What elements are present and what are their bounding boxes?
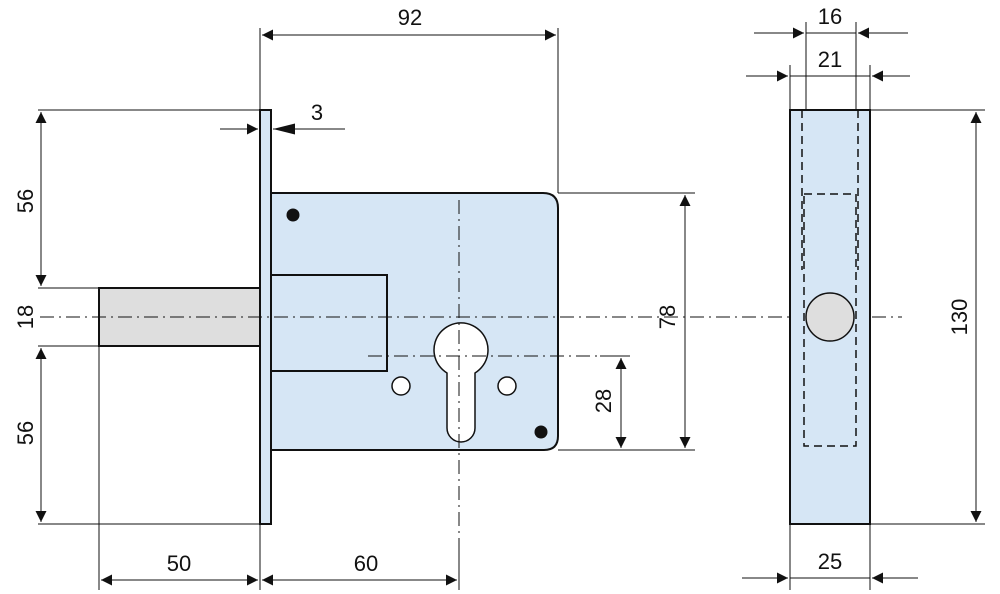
dim-label-130: 130 <box>947 299 972 336</box>
dim-label-21: 21 <box>818 47 842 72</box>
dim-label-56-bottom: 56 <box>13 421 38 445</box>
dim-label-3: 3 <box>311 100 323 125</box>
front-view: 92 3 56 18 56 78 28 50 60 <box>13 5 902 590</box>
dim-label-18: 18 <box>13 305 38 329</box>
screw-hole-top <box>286 208 300 222</box>
dim-label-25: 25 <box>818 549 842 574</box>
lock-case <box>270 192 559 451</box>
dim-label-56-top: 56 <box>13 189 38 213</box>
dim-label-50: 50 <box>167 551 191 576</box>
small-hole-right <box>497 376 517 396</box>
dim-label-28: 28 <box>591 389 616 413</box>
dim-label-60: 60 <box>354 551 378 576</box>
dim-label-92: 92 <box>398 5 422 30</box>
small-hole-left <box>391 376 411 396</box>
dim-label-78: 78 <box>655 305 680 329</box>
dim-label-16: 16 <box>818 4 842 29</box>
cylinder-keyhole <box>433 322 489 443</box>
screw-hole-bottom <box>534 425 548 439</box>
bolt-housing <box>270 274 388 372</box>
side-cylinder-hole <box>805 292 855 342</box>
side-view: 16 21 130 25 <box>742 4 985 590</box>
